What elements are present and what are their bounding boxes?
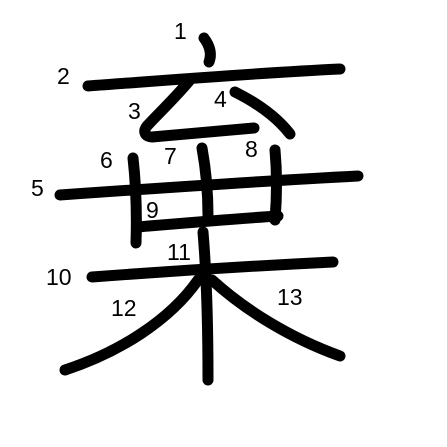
stroke-number-7: 7 <box>164 143 177 169</box>
stroke-number-9: 9 <box>146 197 159 223</box>
stroke-number-8: 8 <box>245 136 258 162</box>
stroke-number-6: 6 <box>100 147 113 173</box>
stroke-number-2: 2 <box>57 63 70 89</box>
stroke-number-1: 1 <box>174 18 187 44</box>
stroke-number-4: 4 <box>214 86 227 112</box>
stroke-13 <box>206 274 346 362</box>
stroke-number-5: 5 <box>31 175 44 201</box>
stroke-4 <box>229 86 296 140</box>
stroke-1 <box>198 32 216 68</box>
character-strokes <box>54 32 364 386</box>
stroke-9 <box>131 210 284 233</box>
stroke-6 <box>127 152 142 249</box>
stroke-10 <box>86 256 339 283</box>
stroke-number-13: 13 <box>277 284 303 310</box>
stroke-number-10: 10 <box>46 264 72 290</box>
stroke-12 <box>59 274 204 376</box>
stroke-7 <box>196 142 214 222</box>
stroke-3 <box>139 74 260 143</box>
stroke-2 <box>82 63 346 92</box>
stroke-number-labels: 1 2 3 4 5 6 7 8 9 10 11 12 13 <box>31 18 303 321</box>
stroke-8 <box>269 144 282 226</box>
stroke-number-11: 11 <box>167 239 191 265</box>
stroke-number-12: 12 <box>111 295 137 321</box>
stroke-11 <box>197 226 214 386</box>
stroke-number-3: 3 <box>128 98 141 124</box>
